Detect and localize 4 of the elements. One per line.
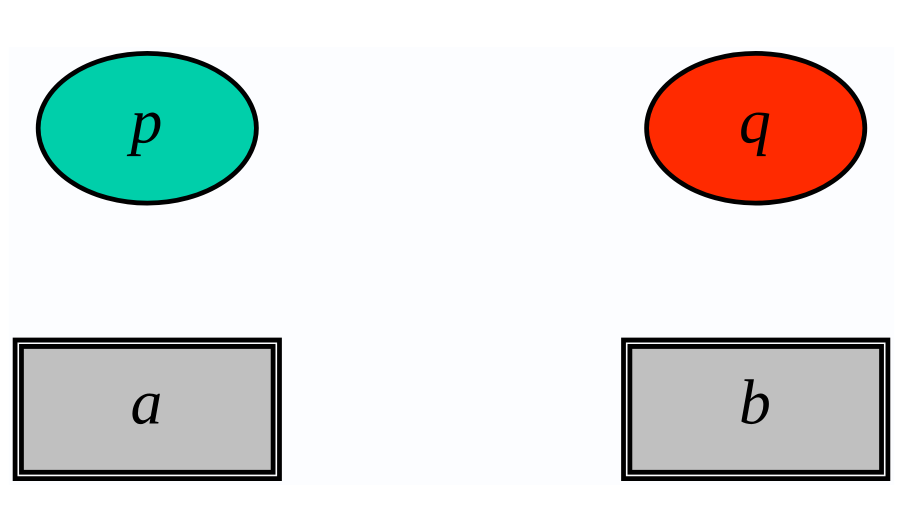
node-box: b (621, 338, 890, 482)
node-ellipse: q (644, 50, 868, 206)
node-box: a (12, 338, 282, 482)
node-ellipse: p (36, 50, 259, 206)
